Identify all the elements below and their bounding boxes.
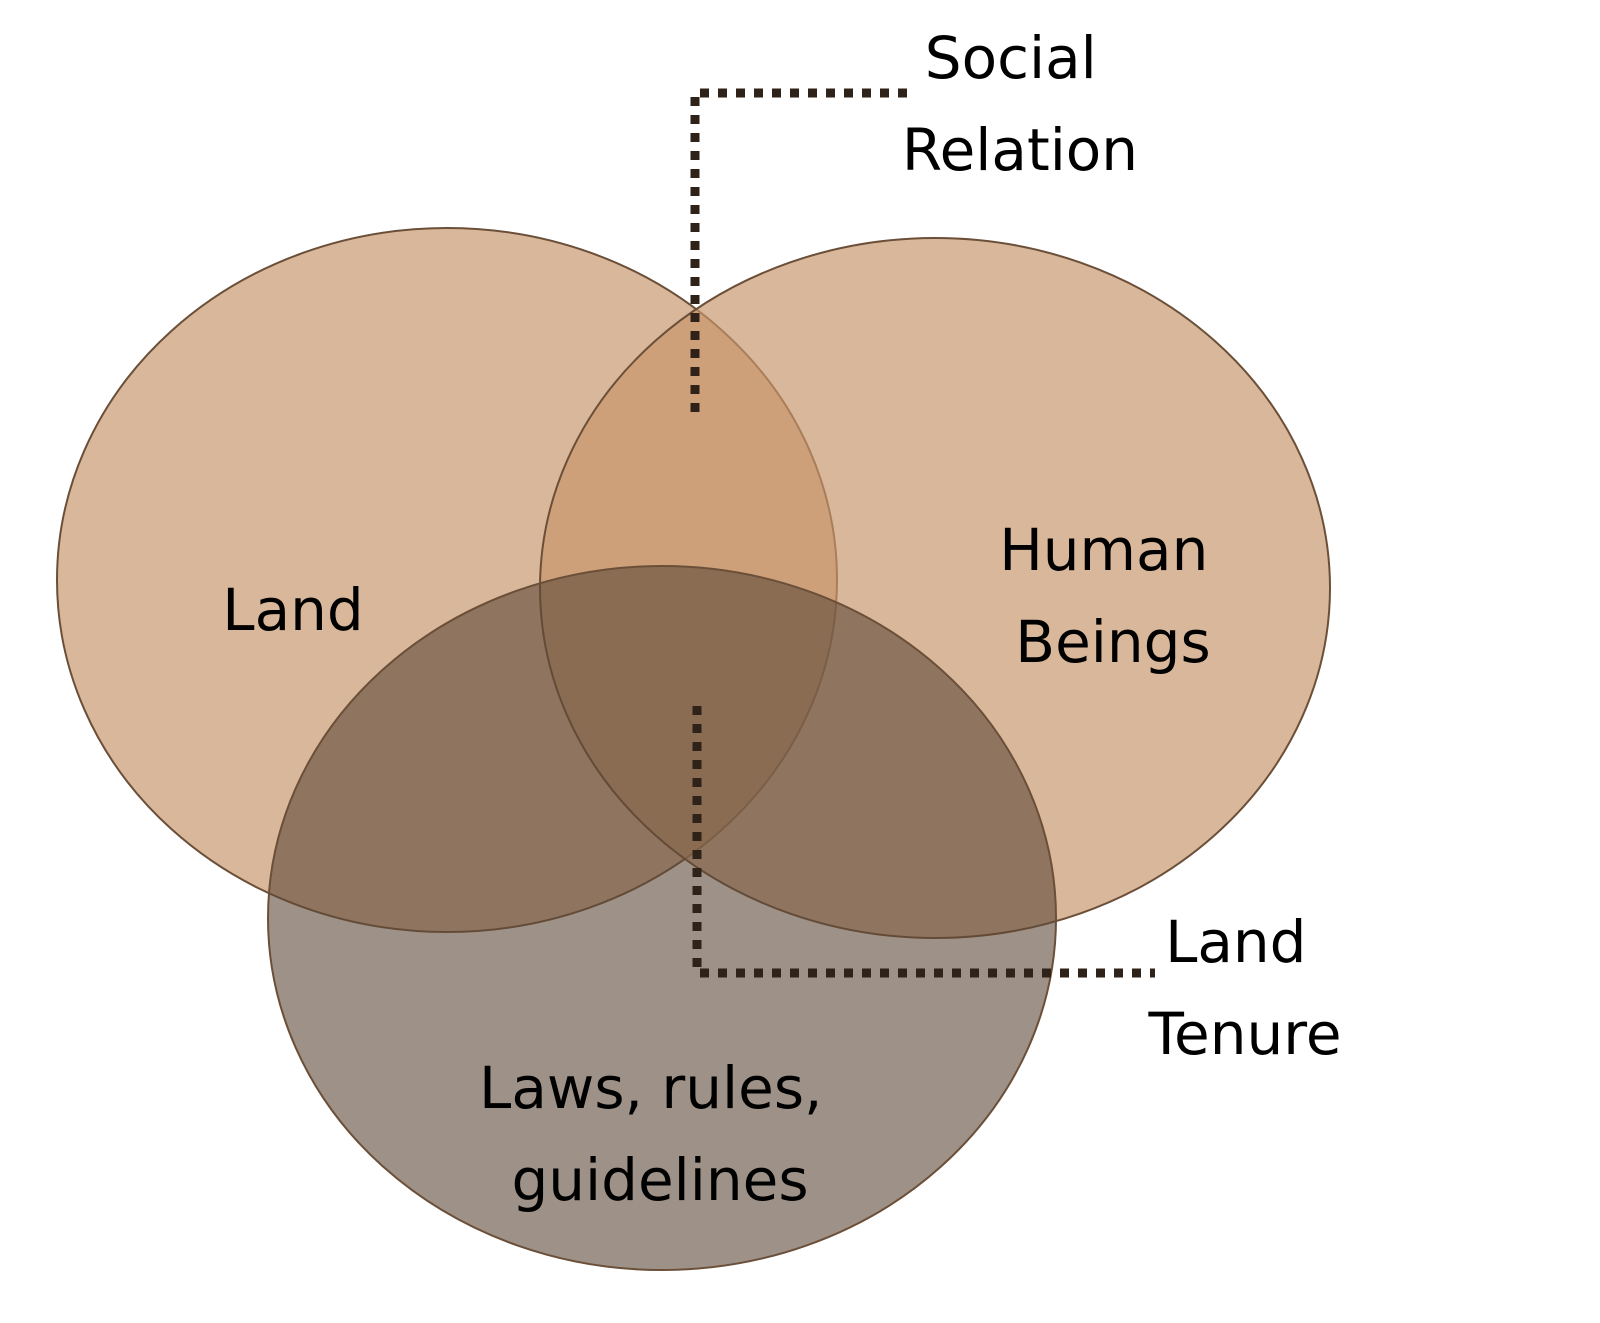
human-beings-label: Human Beings — [999, 516, 1227, 676]
social-relation-label: Social Relation — [902, 24, 1138, 184]
laws-label: Laws, rules, guidelines — [479, 1054, 841, 1214]
land-tenure-label: Land Tenure — [1147, 908, 1341, 1068]
laws-circle — [267, 565, 1057, 1271]
land-label: Land — [222, 576, 363, 644]
